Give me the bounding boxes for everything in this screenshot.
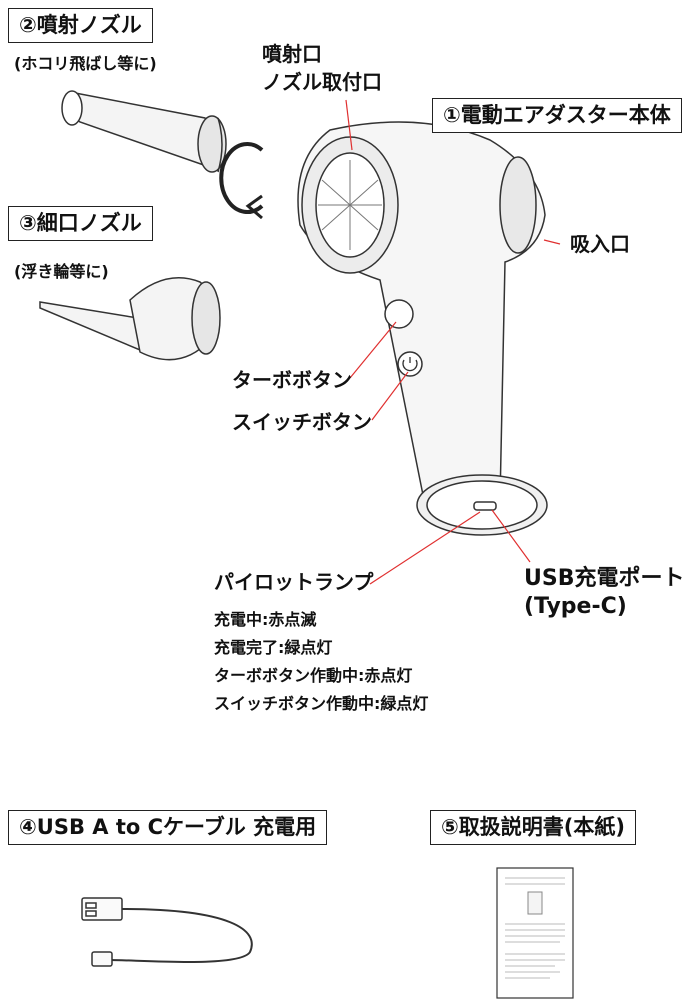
pilot-lamp-label: パイロットランプ xyxy=(214,570,374,594)
manual-title: ⑤取扱説明書(本紙) xyxy=(430,810,636,845)
spray-nozzle-title: ②噴射ノズル xyxy=(8,8,153,43)
intake-label: 吸入口 xyxy=(570,232,630,256)
lamp-state-item: 充電中:赤点滅 xyxy=(214,610,317,629)
fine-nozzle-note: (浮き輪等に) xyxy=(14,262,109,281)
air-duster-body-illustration xyxy=(297,121,548,536)
usb-port-label-line2: (Type-C) xyxy=(524,594,627,619)
outlet-label-line2: ノズル取付口 xyxy=(262,70,382,94)
fine-nozzle-illustration xyxy=(39,277,221,361)
manual-illustration xyxy=(496,867,574,999)
spray-nozzle-illustration xyxy=(61,90,227,173)
switch-button-label: スイッチボタン xyxy=(232,410,372,434)
fine-nozzle-title: ③細口ノズル xyxy=(8,206,153,241)
lamp-state-item: ターボボタン作動中:赤点灯 xyxy=(214,666,413,685)
spray-nozzle-note: (ホコリ飛ばし等に) xyxy=(14,54,157,73)
main-body-title: ①電動エアダスター本体 xyxy=(432,98,682,133)
leader-lines xyxy=(345,99,561,585)
cable-title: ④USB A to Cケーブル 充電用 xyxy=(8,810,328,845)
rotation-arrow-icon xyxy=(219,142,264,220)
lamp-state-item: 充電完了:緑点灯 xyxy=(214,638,333,657)
turbo-button-label: ターボボタン xyxy=(232,368,352,392)
outlet-label-line1: 噴射口 xyxy=(262,42,322,66)
lamp-state-item: スイッチボタン作動中:緑点灯 xyxy=(214,694,429,713)
usb-cable-illustration xyxy=(81,897,253,967)
usb-port-label-line1: USB充電ポート xyxy=(524,566,685,591)
